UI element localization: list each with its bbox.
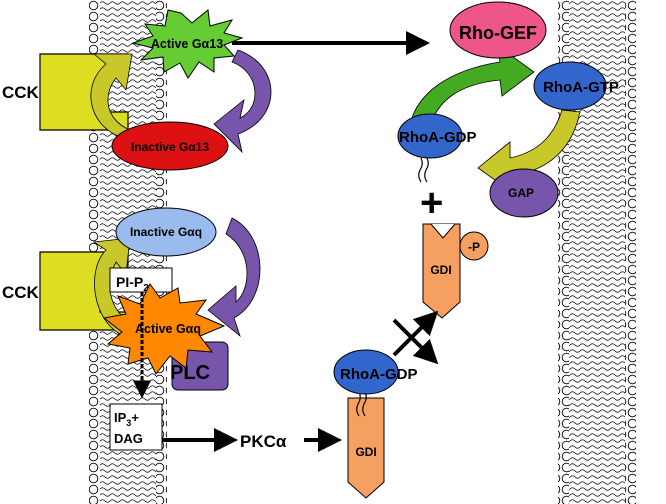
cck-label-top: CCK: [2, 83, 40, 102]
gdi-bottom-shape: [347, 397, 385, 499]
gaq-activation-arrow: [92, 237, 131, 337]
rho-gef-oval: [449, 1, 547, 59]
gdi-bottom-label: GDI: [355, 445, 376, 459]
active-ga13-burst: [131, 9, 244, 79]
rho-gef-label: Rho-GEF: [459, 23, 537, 43]
gdi-phospho-label: GDI: [430, 263, 451, 277]
gap-oval: [489, 168, 559, 218]
pip2-box: [109, 267, 173, 293]
right-membrane-outer-heads: [625, 0, 636, 504]
phosphate-label: -P: [468, 240, 480, 254]
inactive-gaq-oval: [115, 207, 217, 257]
pkc-label: PKCα: [240, 432, 287, 451]
ip3-dag-box: [109, 403, 163, 451]
rhoa-gdp-top-oval: [397, 113, 463, 159]
ga13-activation-arrow: [90, 53, 133, 139]
pip2-label: PI-P2: [116, 274, 149, 294]
plc-label: PLC: [170, 362, 210, 384]
inactive-gaq-label: Inactive Gαq: [130, 225, 202, 239]
equilibrium-arrow-down: [392, 318, 439, 365]
phosphate-circle: [459, 231, 489, 261]
active-gaq-burst: [102, 283, 226, 375]
gef-exchange-arrow: [409, 45, 535, 129]
rhoa-gdp-top-label: RhoA-GDP: [399, 129, 477, 146]
rhoa-gdp-bottom-oval: [333, 349, 399, 395]
cck-label-bottom: CCK: [2, 283, 40, 302]
rhoa-gtp-label: RhoA-GTP: [543, 79, 619, 96]
active-ga13-label: Active Gα13: [151, 37, 223, 51]
gdi-notch-top: [430, 223, 456, 239]
rhoa-gtp-oval: [533, 61, 607, 111]
rhoa-top-lipid-tail: [418, 157, 429, 183]
active-gaq-label: Active Gαq: [135, 322, 201, 336]
ip3-label: IP3+: [114, 410, 139, 428]
right-membrane-inner-heads: [558, 0, 569, 504]
rhoa-bottom-lipid-tail: [356, 391, 367, 417]
inactive-ga13-oval: [111, 121, 229, 171]
rhoa-gdp-bottom-label: RhoA-GDP: [340, 366, 418, 383]
inactive-ga13-label: Inactive Gα13: [131, 140, 209, 154]
gap-label: GAP: [508, 186, 534, 200]
plus-sign: +: [420, 181, 443, 225]
dag-label: DAG: [114, 431, 143, 446]
ga13-deactivation-arrow: [213, 49, 272, 154]
gaq-deactivation-arrow: [207, 217, 261, 338]
equilibrium-arrow-up: [392, 310, 439, 357]
